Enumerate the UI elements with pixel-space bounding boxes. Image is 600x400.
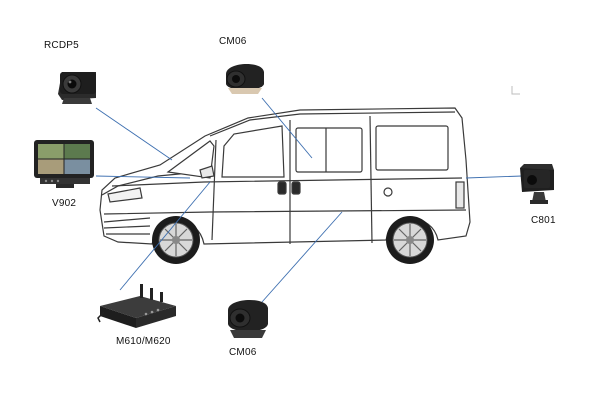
label-c801: C801 [531, 215, 556, 226]
connector-rcdp5 [96, 108, 172, 160]
rcdp5-camera-icon [58, 72, 96, 104]
connector-c801 [466, 176, 522, 178]
corner-marks [512, 86, 520, 94]
label-v902: V902 [52, 198, 76, 209]
m610-dvr-icon [98, 284, 176, 328]
label-m610-m620: M610/M620 [116, 336, 171, 347]
van-rear-window [376, 126, 448, 170]
label-rcdp5: RCDP5 [44, 40, 79, 51]
c801-camera-icon [520, 164, 554, 204]
label-cm06-top: CM06 [219, 36, 246, 47]
v902-monitor-icon [34, 140, 94, 188]
label-cm06-bottom: CM06 [229, 347, 256, 358]
rear-wheel [386, 216, 434, 264]
cm06-top-camera-icon [226, 64, 264, 94]
cm06-bottom-camera-icon [228, 300, 268, 338]
